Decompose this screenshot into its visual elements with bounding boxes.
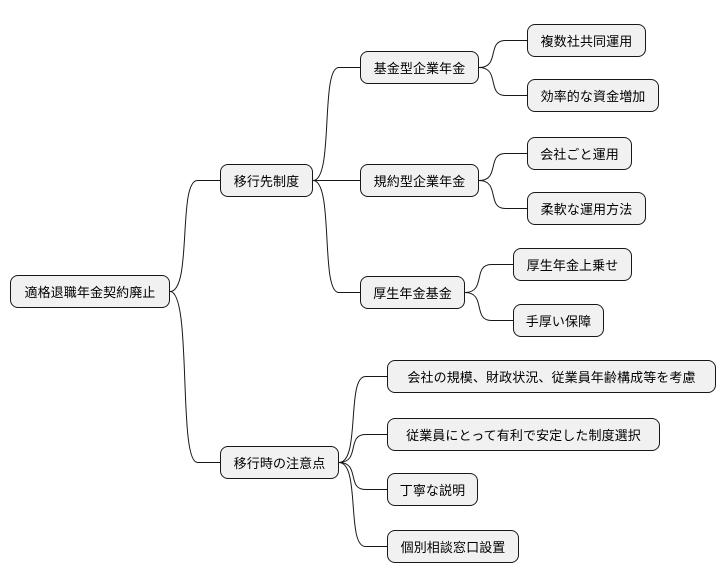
- plan-node-contract-type: 規約型企業年金: [360, 164, 479, 197]
- branch-node-migration-target: 移行先制度: [220, 164, 313, 197]
- connector-branch-node-migration-target: [169, 180, 220, 292]
- connector-leaf-node-generous-coverage: [464, 292, 513, 321]
- connector-note-node-company-factors: [338, 376, 387, 463]
- leaf-node-joint-operation: 複数社共同運用: [527, 24, 646, 57]
- plan-node-fund-type: 基金型企業年金: [360, 51, 479, 84]
- connector-note-node-favorable-selection: [338, 434, 387, 463]
- connector-branch-node-migration-notes: [169, 291, 220, 463]
- leaf-node-efficient-growth: 効率的な資金増加: [527, 79, 659, 112]
- leaf-node-generous-coverage: 手厚い保障: [513, 304, 604, 337]
- connector-plan-node-pension-fund: [312, 180, 360, 293]
- leaf-node-flexible-operation: 柔軟な運用方法: [527, 192, 646, 225]
- connector-plan-node-fund-type: [312, 67, 360, 181]
- connector-note-node-careful-explanation: [338, 462, 387, 490]
- branch-node-migration-notes: 移行時の注意点: [220, 446, 339, 479]
- connector-leaf-node-flexible-operation: [478, 180, 527, 209]
- plan-node-pension-fund: 厚生年金基金: [360, 276, 465, 309]
- connector-note-node-consultation-desk: [338, 462, 387, 547]
- connector-leaf-node-joint-operation: [478, 40, 527, 68]
- note-node-favorable-selection: 従業員にとって有利で安定した制度選択: [387, 418, 660, 451]
- leaf-node-per-company-operation: 会社ごと運用: [527, 137, 632, 170]
- note-node-careful-explanation: 丁寧な説明: [387, 473, 478, 506]
- connector-leaf-node-pension-topup: [464, 264, 513, 293]
- note-node-company-factors: 会社の規模、財政状況、従業員年齢構成等を考慮: [387, 360, 716, 393]
- note-node-consultation-desk: 個別相談窓口設置: [387, 530, 519, 563]
- root-node: 適格退職年金契約廃止: [10, 275, 170, 308]
- connector-leaf-node-per-company-operation: [478, 153, 527, 181]
- connector-leaf-node-efficient-growth: [478, 67, 527, 96]
- leaf-node-pension-topup: 厚生年金上乗せ: [513, 248, 632, 281]
